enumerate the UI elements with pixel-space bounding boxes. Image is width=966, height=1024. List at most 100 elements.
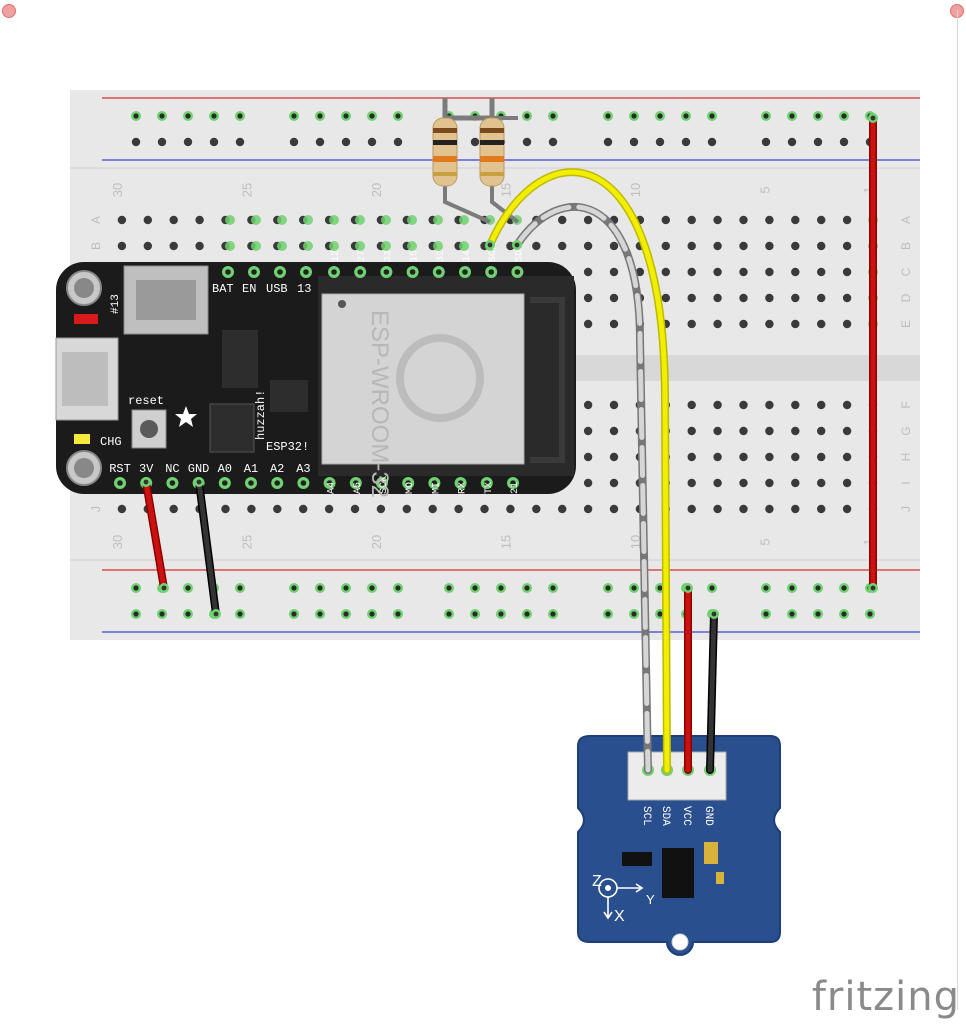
row-letter: J	[89, 506, 103, 512]
breadboard-hole	[583, 267, 593, 277]
corner-marker-left	[2, 4, 16, 18]
breadboard-hole	[791, 478, 800, 488]
breadboard-hole	[817, 267, 826, 277]
axis-y-arrow-icon	[617, 883, 644, 893]
breadboard-hole	[350, 504, 360, 514]
breadboard-hole	[687, 426, 696, 436]
capacitor	[704, 842, 718, 864]
feather-bottom-pin-label: A0	[218, 462, 232, 476]
led-label: #13	[110, 294, 122, 314]
row-letter: A	[899, 216, 913, 224]
breadboard-hole	[687, 241, 696, 251]
breadboard-hole	[428, 504, 437, 514]
feather-bottom-pin-label: GND	[188, 462, 210, 476]
breadboard-hole	[687, 478, 696, 488]
breadboard-hole	[791, 215, 800, 225]
feather-top-pin-label: 15	[410, 250, 421, 262]
breadboard-hole	[273, 504, 282, 514]
breadboard-hole	[842, 504, 852, 514]
breadboard-hole	[765, 293, 774, 303]
column-number: 30	[110, 535, 125, 549]
charge-led	[74, 434, 90, 444]
breadboard-hole	[713, 267, 722, 277]
breadboard-hole	[532, 241, 541, 251]
breadboard-hole	[713, 215, 722, 225]
breadboard-hole	[791, 241, 800, 251]
breadboard-hole	[817, 504, 826, 514]
rail-hole	[235, 137, 245, 147]
rail-hole	[603, 137, 613, 147]
rail-hole	[787, 137, 797, 147]
breadboard-hole	[169, 241, 178, 251]
feather-bottom-pin-label: MI	[431, 482, 442, 494]
resistor-2	[479, 117, 505, 187]
rail-hole	[522, 137, 532, 147]
breadboard-hole	[583, 426, 593, 436]
breadboard-hole	[687, 319, 696, 329]
column-number: 5	[757, 538, 772, 545]
breadboard-hole	[558, 215, 567, 225]
feather-top-pin-label: SCL	[488, 244, 499, 262]
rail-hole	[315, 137, 325, 147]
feather-bottom-pin-label: A3	[296, 462, 310, 476]
breadboard-hole	[842, 452, 852, 462]
breadboard-hole	[117, 215, 127, 225]
breadboard-hole	[480, 504, 489, 514]
breadboard-hole	[609, 504, 619, 514]
sensor-pin-label: GND	[702, 806, 714, 826]
breadboard-hole	[583, 293, 593, 303]
breadboard-hole	[687, 452, 696, 462]
breadboard-hole	[765, 241, 774, 251]
axis-x-label: X	[614, 908, 625, 925]
breadboard-hole	[299, 504, 308, 514]
breadboard-hole	[791, 400, 800, 410]
column-number: 15	[498, 535, 513, 549]
feather-bottom-pin-label: A2	[270, 462, 284, 476]
rail-hole	[681, 137, 691, 147]
rail-hole	[183, 137, 193, 147]
wire-gnd	[196, 479, 219, 617]
feather-top-pin-label: 32	[436, 250, 447, 262]
rail-hole	[707, 137, 717, 147]
breadboard-hole	[583, 319, 593, 329]
column-number: 1	[861, 538, 876, 545]
breadboard-hole	[609, 400, 619, 410]
rail-hole	[548, 137, 558, 147]
brand-label: huzzah!	[254, 390, 268, 440]
breadboard-hole	[376, 504, 386, 514]
feather-bottom-pin-label: A4	[327, 482, 338, 494]
feather-bottom-pin-label: A5	[353, 482, 364, 494]
breadboard-hole	[558, 504, 567, 514]
chip-name: ESP-WROOM-32	[366, 310, 393, 498]
breadboard-hole	[713, 293, 722, 303]
breadboard-hole	[765, 267, 774, 277]
breadboard-hole	[195, 241, 204, 251]
breadboard-hole	[739, 241, 748, 251]
breadboard-hole	[739, 215, 748, 225]
sensor-pin-label: SDA	[659, 806, 671, 826]
breadboard-hole	[247, 504, 256, 514]
antenna-trace	[530, 297, 565, 463]
breadboard-hole	[117, 504, 127, 514]
column-number: 20	[369, 535, 384, 549]
row-letter: E	[899, 320, 913, 328]
breadboard-hole	[842, 478, 852, 488]
breadboard-hole	[143, 215, 152, 225]
breadboard-hole	[221, 504, 230, 514]
rail-hole	[341, 137, 351, 147]
breadboard-hole	[817, 241, 826, 251]
row-letter: B	[89, 242, 103, 250]
rail-hole	[629, 137, 639, 147]
breadboard-hole	[739, 452, 748, 462]
breadboard-hole	[739, 293, 748, 303]
breadboard-hole	[713, 426, 722, 436]
breadboard-hole	[842, 241, 852, 251]
feather-bottom-pin-label: TX	[484, 482, 495, 494]
rail-hole	[393, 137, 403, 147]
breadboard-hole	[117, 241, 127, 251]
breadboard-hole	[713, 504, 722, 514]
model-label: ESP32!	[266, 440, 309, 454]
